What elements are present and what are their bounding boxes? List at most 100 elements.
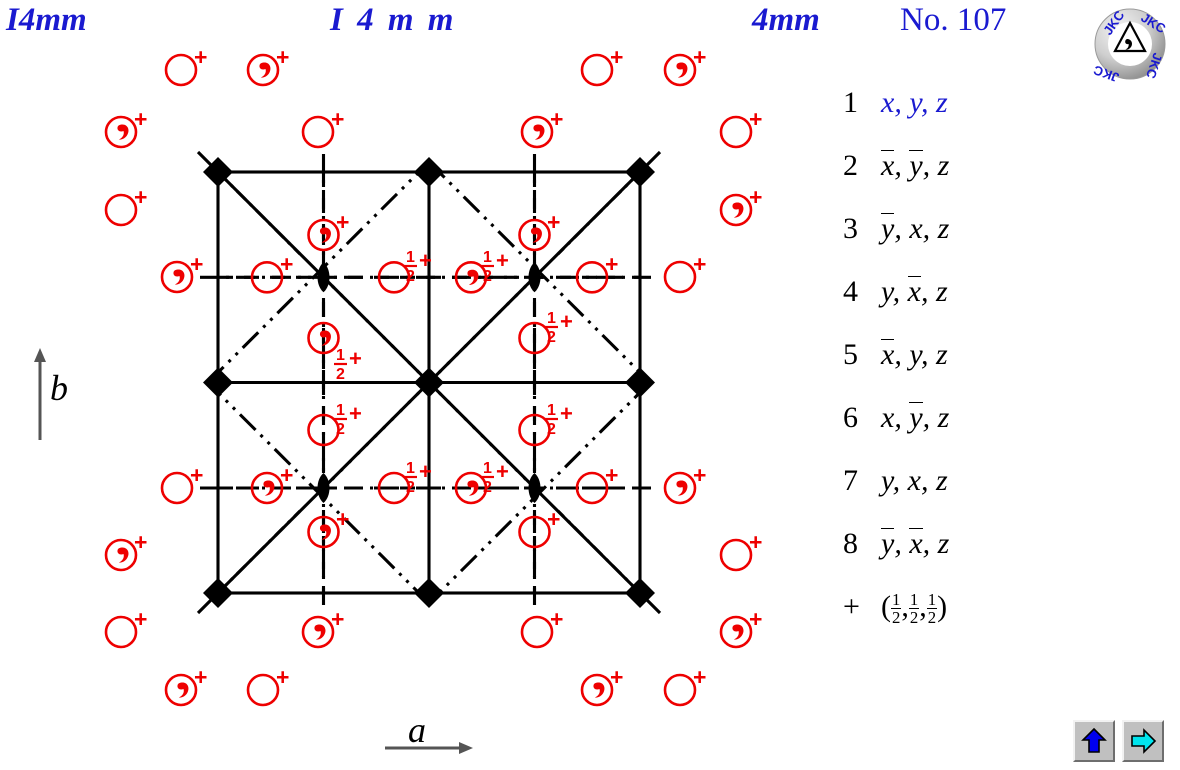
svg-text:+: + [693,251,706,277]
nav-right-button[interactable] [1122,720,1164,762]
plus-markers: ++ ++ ++ ++ ++ ++ ++ ++ ++ ++ ++ ++ + + … [134,44,762,690]
svg-text:+: + [134,106,147,132]
svg-text:+: + [190,251,203,277]
svg-text:+: + [610,44,623,70]
symmetry-operation-5: 5 x, y, z [843,338,1083,401]
op-number-6: 6 [843,401,858,434]
svg-text:+: + [419,248,432,273]
svg-text:+: + [134,529,147,555]
svg-text:+: + [560,401,573,426]
nav-up-button[interactable] [1073,720,1115,762]
svg-text:2: 2 [336,366,345,383]
hermann-mauguin-full-symbol: I 4 m m [330,2,457,38]
svg-text:+: + [349,346,362,371]
svg-text:1: 1 [547,402,556,419]
point-group-label: 4mm [752,2,820,38]
svg-text:+: + [336,209,349,235]
svg-text:1: 1 [336,402,345,419]
symmetry-operation-7: 7 y, x, z [843,464,1083,527]
svg-text:+: + [547,209,560,235]
op-number-5: 5 [843,338,858,371]
svg-text:2: 2 [547,329,556,346]
svg-text:+: + [194,664,207,690]
svg-text:+: + [496,248,509,273]
inner-dotted-diagonals [322,276,536,490]
svg-text:+: + [550,106,563,132]
svg-text:+: + [693,664,706,690]
svg-text:+: + [331,106,344,132]
svg-text:2: 2 [336,421,345,438]
op-coords-8: y, x, z [881,527,950,560]
op-number-1: 1 [843,86,858,119]
axis-b: b [34,348,68,440]
svg-text:+: + [610,664,623,690]
svg-text:2: 2 [483,268,492,285]
op-number-4: 4 [843,275,858,308]
svg-text:+: + [194,44,207,70]
symmetry-operation-2: 2 x, y, z [843,149,1083,212]
page-title-hermann-mauguin-short: I4mm [6,2,87,38]
svg-text:+: + [749,106,762,132]
svg-text:2: 2 [547,421,556,438]
symmetry-operation-3: 3 y, x, z [843,212,1083,275]
axis-a-label: a [408,710,426,750]
svg-text:+: + [134,184,147,210]
op-coords-2: x, y, z [881,149,950,182]
svg-text:1: 1 [406,460,415,477]
svg-text:+: + [496,459,509,484]
svg-text:+: + [749,606,762,632]
svg-text:1: 1 [406,249,415,266]
op-number-2: 2 [843,149,858,182]
svg-text:+: + [693,462,706,488]
jkc-logo: JKC JKC JKC JKC [1091,6,1169,85]
op-number-8: 8 [843,527,858,560]
op-coords-3: y, x, z [881,212,950,245]
space-group-number: No. 107 [900,2,1007,38]
svg-text:+: + [560,309,573,334]
svg-text:+: + [280,462,293,488]
svg-text:+: + [547,506,560,532]
svg-text:+: + [605,251,618,277]
svg-text:+: + [693,44,706,70]
op-coords-5: x, y, z [881,338,948,371]
op-number-3: 3 [843,212,858,245]
svg-text:2: 2 [483,479,492,496]
svg-text:+: + [280,251,293,277]
svg-text:+: + [349,401,362,426]
svg-text:+: + [134,606,147,632]
symmetry-operation-8: 8 y, x, z [843,527,1083,590]
svg-text:1: 1 [336,347,345,364]
svg-text:+: + [605,462,618,488]
svg-text:2: 2 [406,268,415,285]
svg-text:+: + [749,529,762,555]
svg-text:1: 1 [547,310,556,327]
centering-plus: + [843,590,860,623]
axis-a: a [385,710,473,754]
op-number-7: 7 [843,464,858,497]
half-plus-markers: 1 2 + 1 2 + 1 2 + 1 [334,248,573,496]
svg-text:+: + [190,462,203,488]
op-coords-4: y, x, z [881,275,948,308]
axis-b-label: b [50,368,68,408]
svg-text:1: 1 [483,460,492,477]
up-arrow-icon [1081,727,1107,753]
navigation-buttons [1073,720,1164,762]
svg-text:+: + [419,459,432,484]
symmetry-operation-4: 4 y, x, z [843,275,1083,338]
op-coords-7: y, x, z [881,464,948,497]
svg-text:+: + [331,606,344,632]
svg-text:+: + [550,606,563,632]
corner-spurs [216,170,642,595]
svg-text:+: + [336,506,349,532]
svg-text:2: 2 [406,479,415,496]
svg-text:+: + [276,44,289,70]
